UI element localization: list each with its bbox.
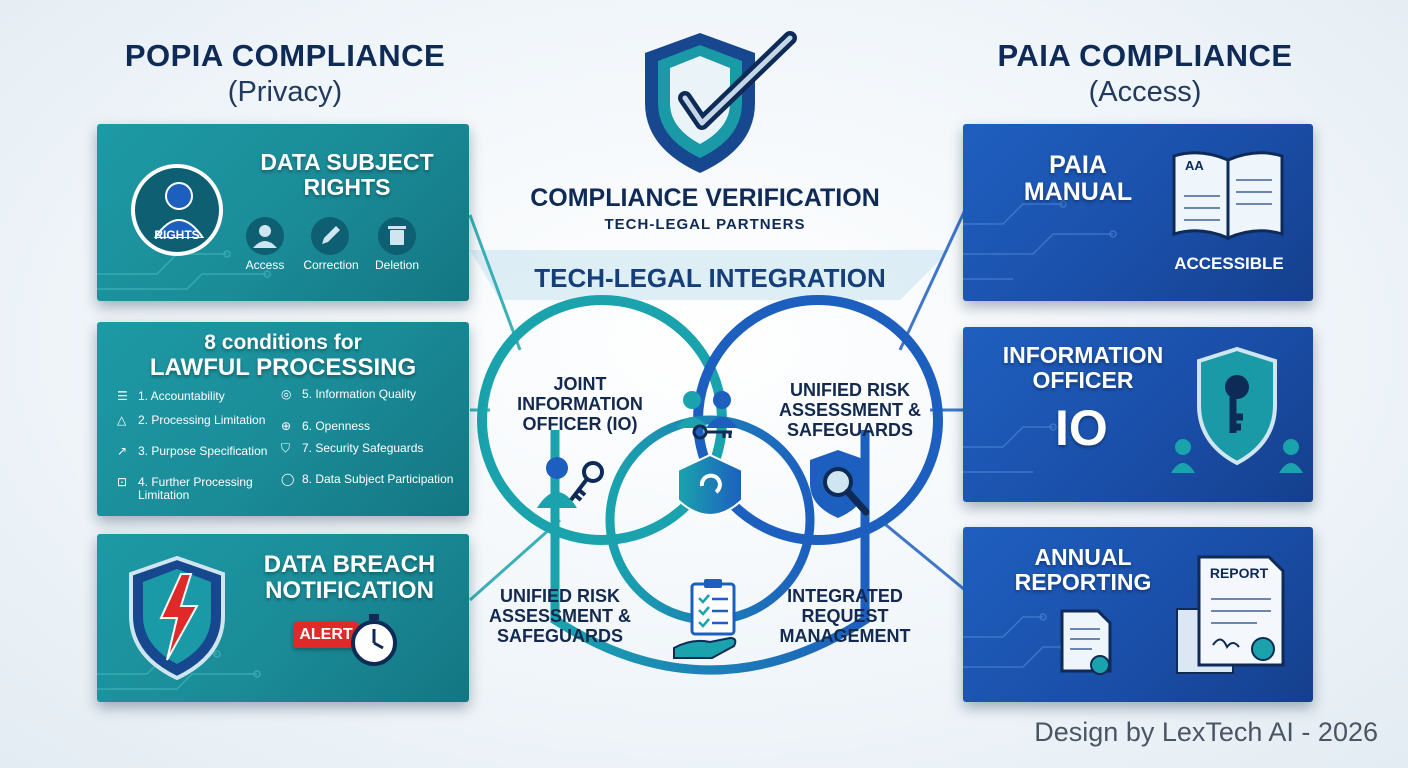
stopwatch-icon: [351, 614, 397, 666]
list-icon: ☰: [117, 389, 128, 403]
report-document-icon: [1176, 555, 1285, 674]
book-label: AA: [1185, 158, 1204, 173]
venn-left-label: JOINT INFORMATION OFFICER (IO): [517, 374, 643, 435]
rights-avatar: RIGHTS: [131, 164, 223, 256]
accessible-badge: ACCESSIBLE: [1174, 254, 1284, 273]
venn-bottom-left-label: UNIFIED RISK ASSESSMENT & SAFEGUARDS: [488, 586, 632, 647]
venn-bottom-right-label: INTEGRATED REQUEST MANAGEMENT: [779, 586, 911, 647]
condition-2: △2. Processing Limitation: [117, 413, 266, 427]
report-label: REPORT: [1209, 565, 1269, 581]
triangle-icon: △: [117, 413, 127, 427]
shield-magnifier-icon: [810, 450, 870, 518]
center-title: COMPLIANCE VERIFICATION: [530, 184, 880, 212]
clipboard-hand-icon: [673, 579, 737, 659]
condition-5: ◎5. Information Quality: [281, 387, 417, 401]
integration-title: TECH-LEGAL INTEGRATION: [534, 263, 886, 293]
broken-shield-icon: [129, 556, 225, 680]
shield-key-icon: [1171, 347, 1303, 473]
shield-icon: ⛉: [281, 441, 291, 455]
footer-credit: Design by LexTech AI - 2026: [1034, 717, 1378, 747]
cart-icon: ⊡: [117, 475, 128, 489]
lawful-processing-card: 8 conditions for LAWFUL PROCESSING ☰1. A…: [97, 322, 469, 516]
popia-title: POPIA COMPLIANCE: [124, 38, 446, 73]
user-icon: ◯: [281, 472, 295, 486]
condition-3: ↗3. Purpose Specification: [117, 444, 268, 458]
path-icon: ↗: [117, 444, 128, 458]
center-subtitle: TECH-LEGAL PARTNERS: [604, 216, 806, 233]
lawful-processing-title: 8 conditions for LAWFUL PROCESSING: [149, 331, 417, 381]
person-key-icon: [537, 457, 604, 508]
condition-6: ⊕6. Openness: [281, 419, 371, 433]
popia-title-block: POPIA COMPLIANCE (Privacy): [95, 38, 475, 109]
right-deletion-label: Deletion: [374, 258, 420, 272]
paia-title: PAIA COMPLIANCE: [997, 38, 1293, 73]
paia-title-block: PAIA COMPLIANCE (Access): [955, 38, 1335, 109]
popia-subtitle: (Privacy): [227, 76, 343, 108]
condition-4: ⊡4. Further Processing Limitation: [117, 475, 253, 502]
bulb-icon: ◎: [281, 387, 292, 401]
alert-badge: ALERT: [293, 622, 359, 648]
globe-icon: ⊕: [281, 419, 292, 433]
officer-abbr: IO: [1055, 400, 1108, 456]
shield-check-logo-icon: [645, 31, 797, 173]
condition-1: ☰1. Accountability: [117, 389, 225, 403]
condition-7: ⛉7. Security Safeguards: [281, 441, 424, 455]
pencil-icon: [311, 217, 349, 255]
people-key-icon: [676, 391, 738, 440]
paia-subtitle: (Access): [1088, 76, 1202, 108]
venn-right-label: UNIFIED RISK ASSESSMENT & SAFEGUARDS: [778, 380, 922, 441]
right-correction-label: Correction: [303, 258, 359, 272]
avatar-label: RIGHTS: [154, 228, 200, 242]
certificate-icon: [1060, 609, 1112, 675]
person-icon: [153, 182, 205, 238]
access-icon: [246, 217, 284, 255]
right-access-label: Access: [245, 258, 285, 272]
condition-8: ◯8. Data Subject Participation: [281, 472, 454, 486]
open-book-icon: [1172, 151, 1284, 241]
trash-icon: [378, 217, 416, 255]
